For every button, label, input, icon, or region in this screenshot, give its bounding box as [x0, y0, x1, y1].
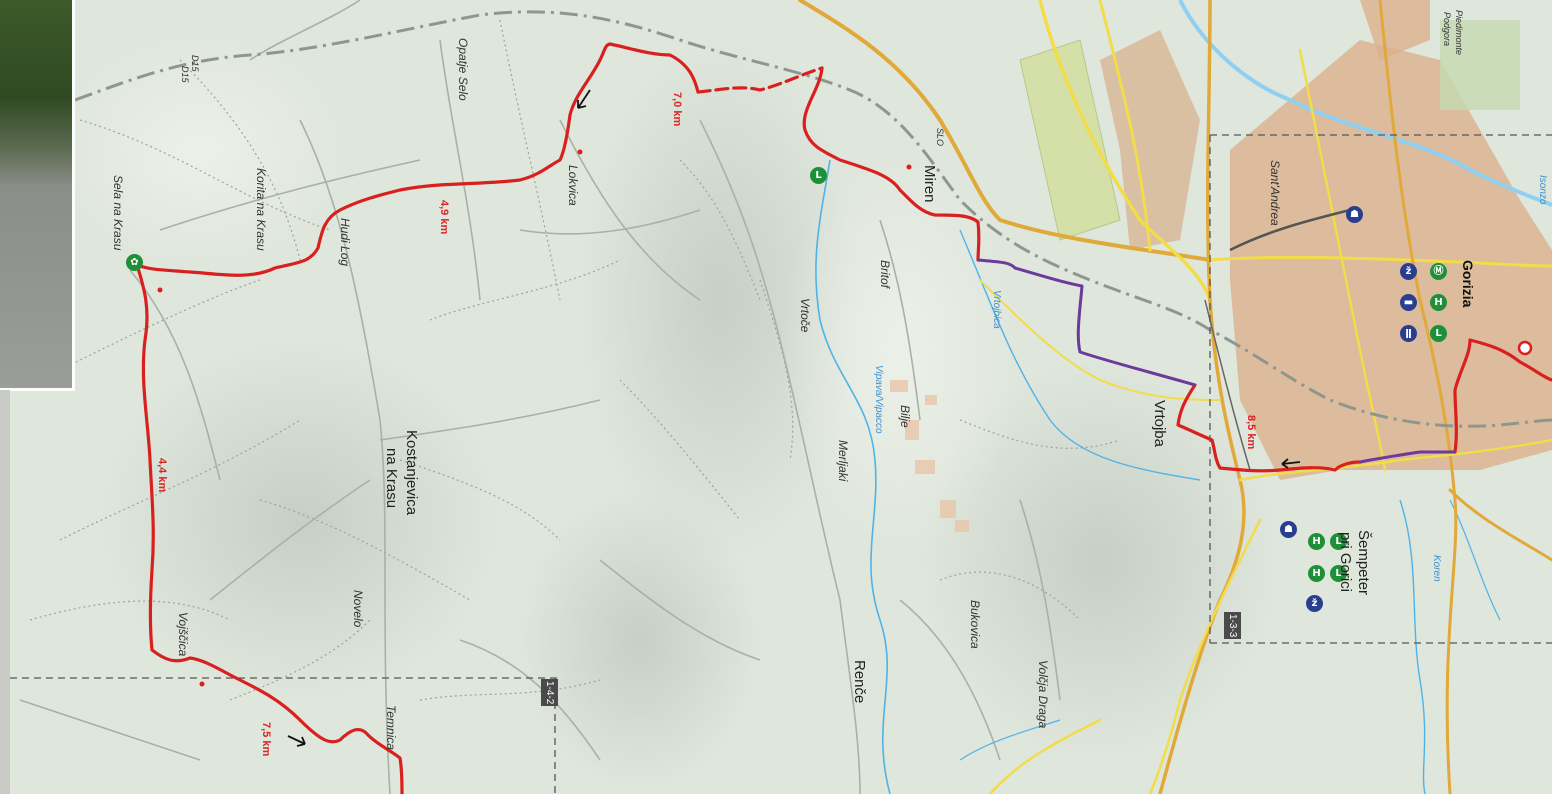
photo-inset-lower	[0, 390, 10, 794]
terrain-shade	[100, 340, 500, 700]
bilje-patches	[890, 380, 969, 532]
direction-arrows	[287, 89, 1301, 747]
museum-icon[interactable]: Ⓜ	[1430, 263, 1447, 280]
river-label: Isonzo	[1537, 175, 1548, 205]
distance-label: 8,5 km	[1245, 415, 1257, 450]
hotel-icon[interactable]: H	[1308, 565, 1325, 582]
terrain-shade	[920, 360, 1280, 760]
place-label: Vrtojba	[1151, 400, 1168, 447]
info-icon[interactable]: ž	[1400, 263, 1417, 280]
field-area	[1019, 39, 1121, 241]
bus-icon[interactable]: ▬	[1400, 294, 1417, 311]
parking-icon[interactable]: L	[810, 167, 827, 184]
sheet-boundary	[10, 134, 1552, 794]
major-roads	[798, 0, 1552, 794]
place-label: Bilje	[898, 405, 912, 428]
place-label: Kostanjevica	[403, 430, 420, 516]
urban-area	[1360, 0, 1430, 60]
shop-icon[interactable]: L	[1330, 565, 1347, 582]
terrain-light	[50, 30, 350, 270]
info-icon[interactable]: ž	[1306, 595, 1323, 612]
wolf-icon[interactable]: ☗	[1280, 521, 1297, 538]
start-icon[interactable]: ✿	[126, 254, 143, 271]
place-label: Opatje Selo	[456, 38, 470, 101]
border-label: SLO	[935, 128, 945, 147]
place-label: Piedimonte	[1454, 10, 1464, 56]
place-label: Vrtoče	[798, 298, 812, 333]
place-label: Korita na Krasu	[254, 168, 268, 251]
border-label: D15	[190, 55, 200, 72]
distance-label: 7,5 km	[260, 722, 272, 757]
hotel-icon[interactable]: H	[1308, 533, 1325, 550]
place-label: Sant'Andrea	[1268, 160, 1282, 226]
place-label: Merljaki	[836, 440, 850, 482]
place-label: Temnica	[384, 705, 398, 750]
terrain-shade	[580, 40, 860, 560]
wolf-icon[interactable]: ☗	[1346, 206, 1363, 223]
border-label: D15	[180, 66, 190, 83]
route-main[interactable]	[135, 42, 1552, 794]
photo-inset	[0, 0, 75, 391]
hotel-icon[interactable]: H	[1430, 294, 1447, 311]
place-label: Šempeter	[1355, 530, 1372, 596]
place-label: Hudi Log	[338, 218, 352, 267]
place-label: pri Gorici	[1337, 532, 1354, 593]
distance-label: 4,4 km	[156, 458, 168, 493]
river-label: Koren	[1431, 555, 1442, 582]
terrain-shade	[520, 490, 760, 790]
sheet-grid-label[interactable]: 1-3-3	[1224, 612, 1241, 640]
rivers	[815, 0, 1552, 794]
forest-patch	[1440, 20, 1520, 110]
place-label: Podgora	[1442, 12, 1452, 47]
railway	[1229, 208, 1351, 252]
place-label: Novelo	[351, 590, 365, 628]
place-label: Lokvica	[566, 165, 580, 206]
place-label: Britof	[878, 260, 892, 289]
shop-icon[interactable]: L	[1430, 325, 1447, 342]
distance-label: 7,0 km	[671, 92, 683, 127]
distance-label: 4,9 km	[438, 200, 450, 235]
place-label: Volčja Draga	[1036, 660, 1050, 729]
place-label: Vojščica	[176, 612, 190, 657]
place-label: Bukovica	[968, 600, 982, 649]
terrain-light	[780, 150, 1020, 550]
place-label: na Krasu	[383, 448, 400, 509]
place-label: Miren	[921, 165, 938, 203]
route-endpoint[interactable]	[1517, 340, 1533, 356]
sheet-grid-label[interactable]: 1-4-2	[541, 679, 558, 707]
restaurant-icon[interactable]: ǁ	[1400, 325, 1417, 342]
parking-icon[interactable]: L	[1330, 533, 1347, 550]
place-label: Sela na Krasu	[111, 175, 125, 251]
river-label: Vrtojbica	[991, 290, 1002, 329]
route-alt[interactable]	[977, 258, 1455, 464]
place-label: Renče	[851, 660, 868, 704]
place-label: Gorizia	[1460, 260, 1476, 308]
river-label: Vipava/Vipacco	[873, 365, 884, 434]
minor-roads	[19, 0, 1061, 794]
route-markers	[157, 149, 912, 687]
tracks	[29, 19, 1121, 701]
